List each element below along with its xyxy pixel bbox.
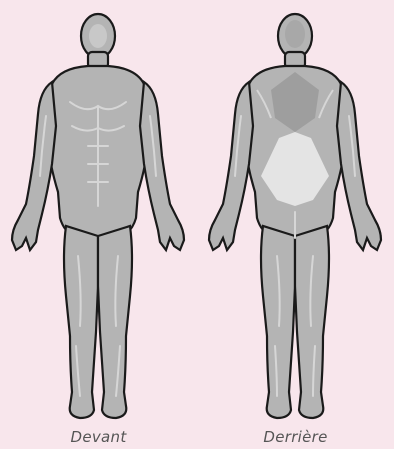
front-view-panel: Devant	[0, 0, 197, 449]
back-view-panel: Derrière	[197, 0, 394, 449]
front-view-label: Devant	[0, 428, 197, 446]
human-body-front-icon	[0, 6, 197, 426]
human-body-back-icon	[197, 6, 394, 426]
back-of-head	[285, 20, 305, 48]
face-highlight	[89, 24, 107, 48]
body-silhouette-front[interactable]	[12, 14, 184, 418]
back-view-label: Derrière	[197, 428, 394, 446]
